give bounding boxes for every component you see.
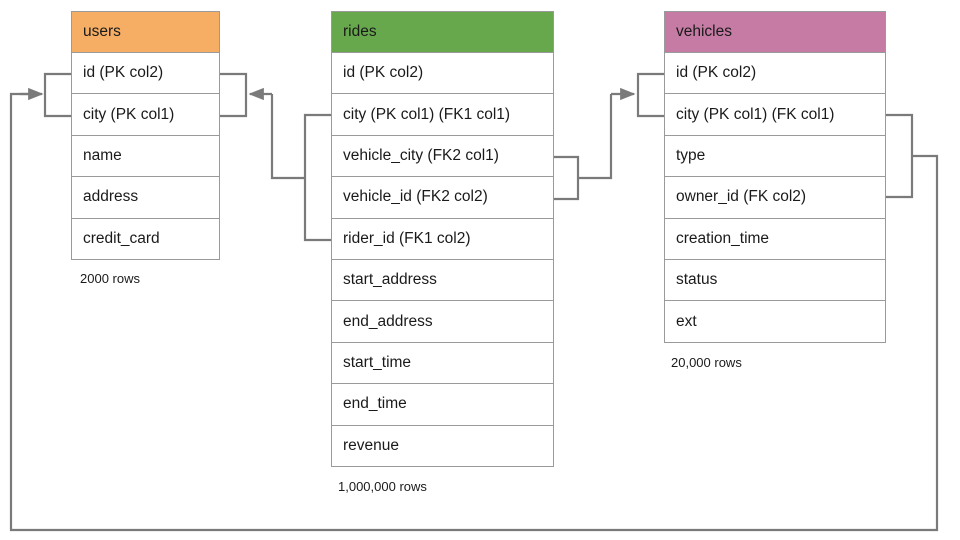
edge-rides-fk2-to-vehicles [554,72,664,201]
table-rides-title: rides [343,23,377,40]
column-label: revenue [343,436,400,454]
column-label: id (PK col2) [343,64,424,82]
table-vehicles-column-id[interactable]: id (PK col2) [664,53,886,95]
column-label: rider_id (FK1 col2) [343,229,471,247]
table-users[interactable]: users id (PK col2) city (PK col1) name a… [71,11,220,260]
table-rides-column-start-address[interactable]: start_address [331,259,554,302]
table-rides-column-city[interactable]: city (PK col1) (FK1 col1) [331,94,554,136]
table-users-column-name[interactable]: name [71,135,220,178]
table-users-column-city[interactable]: city (PK col1) [71,94,220,136]
column-label: type [676,146,706,164]
column-label: status [676,271,718,289]
table-rides-column-id[interactable]: id (PK col2) [331,53,554,95]
table-users-column-id[interactable]: id (PK col2) [71,53,220,95]
table-rides-column-end-address[interactable]: end_address [331,301,554,343]
table-vehicles-column-ext[interactable]: ext [664,301,886,343]
column-label: vehicle_id (FK2 col2) [343,188,488,206]
table-vehicles-column-status[interactable]: status [664,259,886,302]
table-rides-header[interactable]: rides [331,11,554,53]
table-vehicles-column-type[interactable]: type [664,135,886,178]
edge-rides-fk1-to-users [220,72,331,242]
column-label: address [83,188,139,206]
table-rides-column-vehicle-id[interactable]: vehicle_id (FK2 col2) [331,177,554,219]
column-label: start_address [343,271,437,289]
table-users-column-credit-card[interactable]: credit_card [71,218,220,260]
table-rides-column-revenue[interactable]: revenue [331,425,554,467]
table-vehicles-column-owner-id[interactable]: owner_id (FK col2) [664,177,886,219]
table-vehicles-title: vehicles [676,23,732,40]
table-users-row-count: 2000 rows [80,271,140,286]
table-rides[interactable]: rides id (PK col2) city (PK col1) (FK1 c… [331,11,554,467]
table-rides-column-rider-id[interactable]: rider_id (FK1 col2) [331,218,554,260]
column-label: end_time [343,395,407,413]
table-rides-row-count: 1,000,000 rows [338,479,427,494]
table-vehicles-row-count: 20,000 rows [671,355,742,370]
column-label: id (PK col2) [676,64,757,82]
column-label: start_time [343,353,412,371]
column-label: city (PK col1) (FK1 col1) [343,105,511,123]
column-label: city (PK col1) (FK col1) [676,105,835,123]
column-label: ext [676,312,697,330]
column-label: city (PK col1) [83,105,175,123]
table-users-title: users [83,23,121,40]
table-users-header[interactable]: users [71,11,220,53]
column-label: vehicle_city (FK2 col1) [343,146,499,164]
column-label: owner_id (FK col2) [676,188,807,206]
table-vehicles[interactable]: vehicles id (PK col2) city (PK col1) (FK… [664,11,886,343]
column-label: name [83,146,122,164]
table-vehicles-column-creation-time[interactable]: creation_time [664,218,886,260]
table-vehicles-column-city[interactable]: city (PK col1) (FK col1) [664,94,886,136]
table-users-column-address[interactable]: address [71,177,220,219]
table-rides-column-start-time[interactable]: start_time [331,342,554,385]
column-label: creation_time [676,229,770,247]
column-label: id (PK col2) [83,64,164,82]
column-label: credit_card [83,229,160,247]
table-rides-column-vehicle-city[interactable]: vehicle_city (FK2 col1) [331,135,554,178]
table-rides-column-end-time[interactable]: end_time [331,384,554,426]
table-vehicles-header[interactable]: vehicles [664,11,886,53]
column-label: end_address [343,312,433,330]
